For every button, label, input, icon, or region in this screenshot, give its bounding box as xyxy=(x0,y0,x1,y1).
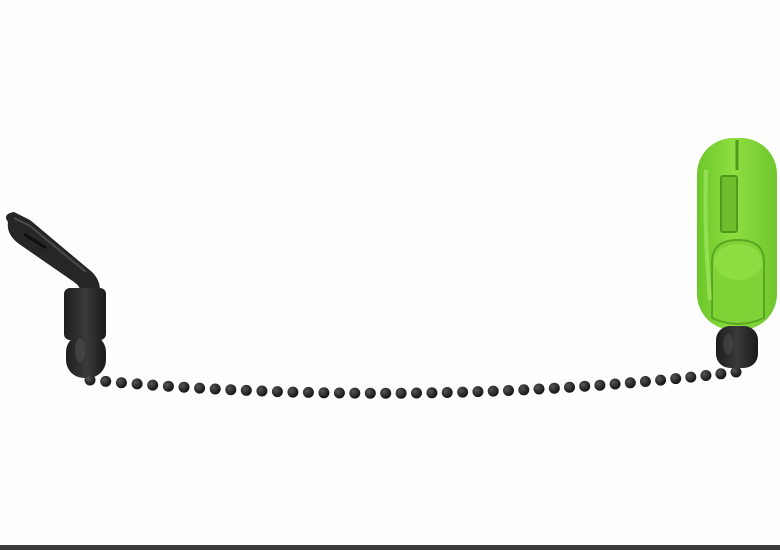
chain-bead xyxy=(685,371,697,383)
green-indicator-head-icon xyxy=(697,138,777,368)
chain-bead xyxy=(609,378,621,390)
chain-bead xyxy=(209,383,221,395)
chain-bead xyxy=(115,377,127,389)
chain-bead xyxy=(162,380,174,392)
chain-bead xyxy=(518,384,530,396)
chain-bead xyxy=(194,382,206,394)
chain-bead xyxy=(457,386,469,398)
chain-bead xyxy=(318,387,330,399)
chain-bead xyxy=(271,386,283,398)
chain-bead xyxy=(533,383,545,395)
chain-bead xyxy=(178,381,190,393)
chain-bead xyxy=(395,387,407,399)
chain-bead xyxy=(564,381,575,393)
bead-chain-icon xyxy=(84,366,742,399)
chain-bead xyxy=(84,374,96,386)
chain-bead xyxy=(487,385,499,397)
chain-bead xyxy=(624,377,636,389)
chain-bead xyxy=(349,387,361,399)
chain-bead xyxy=(240,384,252,396)
chain-bead xyxy=(655,374,667,386)
chain-bead xyxy=(441,387,453,398)
chain-bead xyxy=(594,379,606,391)
chain-bead xyxy=(380,387,392,399)
chain-bead xyxy=(579,380,591,392)
chain-bead xyxy=(730,366,742,378)
chain-bead xyxy=(131,378,143,390)
chain-bead xyxy=(426,387,438,399)
chain-bead xyxy=(287,386,299,398)
chain-bead xyxy=(364,387,376,399)
chain-bead xyxy=(700,370,712,381)
chain-bead xyxy=(548,382,560,394)
chain-bead xyxy=(147,379,159,391)
angled-clip-arm-icon xyxy=(6,212,106,378)
chain-bead xyxy=(503,385,514,396)
bottom-strip xyxy=(0,545,780,550)
chain-bead xyxy=(715,368,727,380)
chain-bead xyxy=(670,373,682,385)
chain-bead xyxy=(639,376,651,387)
chain-bead xyxy=(411,387,422,399)
chain-bead xyxy=(302,386,314,398)
chain-bead xyxy=(100,375,112,387)
chain-bead xyxy=(472,386,484,398)
chain-bead xyxy=(333,387,345,399)
chain-bead xyxy=(225,384,237,396)
chain-bead xyxy=(256,385,268,397)
